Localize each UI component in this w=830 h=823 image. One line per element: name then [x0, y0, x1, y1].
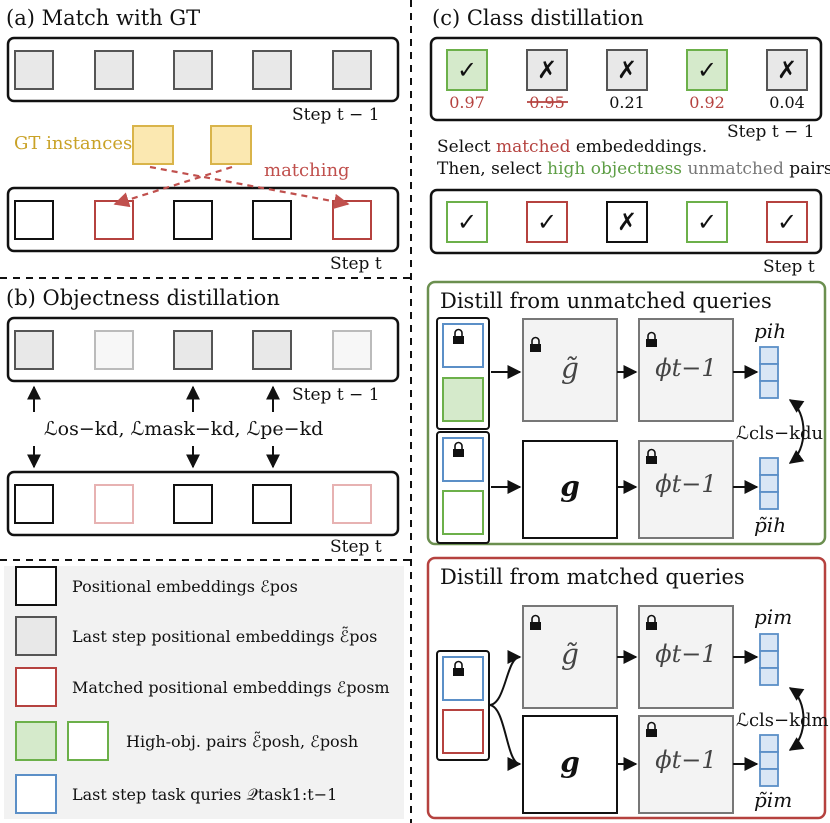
panel-c-title: (c) Class distillation [432, 6, 644, 30]
legend-item-last-step: Last step positional embeddings ℰ̃pos [72, 627, 378, 646]
b-distill-arrows [27, 385, 280, 469]
phi-label-m: ϕt−1 [655, 746, 717, 774]
matched-flow-arrows [488, 650, 805, 771]
legend-item-matched: Matched positional embeddings ℰposm [72, 678, 390, 697]
legend-background [4, 566, 404, 819]
instr1-matched: matched [495, 137, 571, 157]
instr1-post: embededdings. [570, 137, 708, 157]
top-symbol-5: ✗ [776, 56, 798, 84]
p-m-label: pim [754, 605, 793, 629]
b-cur-step-boxes [14, 484, 372, 524]
legend-swatches [15, 566, 109, 814]
p-tilde-m-label: p̃im [754, 788, 793, 812]
unmatched-lock-icons [453, 328, 657, 464]
p-h-label: pih [754, 319, 787, 343]
unmatched-logit-bars [759, 346, 779, 510]
c-prev-step-boxes [446, 49, 808, 91]
gt-instance-boxes [132, 125, 252, 165]
frozen-phi-label-m: ϕt−1 [655, 640, 717, 668]
unmatched-networks [522, 318, 734, 539]
panel-b-title: (b) Objectness distillation [6, 286, 280, 310]
bottom-symbol-5: ✓ [776, 208, 798, 236]
matched-lock-icons [453, 614, 657, 737]
instr2-pre: Then, select [437, 159, 548, 179]
c-step-prev-label: Step t − 1 [727, 122, 815, 142]
a-step-cur-label: Step t [330, 254, 382, 274]
b-prev-step-boxes [14, 330, 372, 370]
unmatched-flow-arrows [491, 365, 805, 494]
frozen-g-tilde-label-m: g̃ [561, 638, 579, 671]
frozen-phi-label: ϕt−1 [655, 354, 717, 382]
instruction-line-2: Then, select high objectness unmatched p… [437, 158, 830, 180]
top-symbol-1: ✓ [456, 56, 478, 84]
phi-label: ϕt−1 [655, 470, 717, 498]
matching-arrows [113, 165, 350, 210]
score-3: 0.21 [609, 93, 645, 112]
score-2: 0.95 [529, 93, 565, 112]
unmatched-panel-title: Distill from unmatched queries [440, 289, 772, 313]
top-symbol-4: ✓ [696, 56, 718, 84]
instr2-high-objectness: high objectness [547, 159, 683, 179]
distill-losses: ℒos−kd, ℒmask−kd, ℒpe−kd [44, 418, 324, 440]
frozen-g-tilde-label: g̃ [561, 352, 579, 385]
score-5: 0.04 [769, 93, 805, 112]
c-step-cur-label: Step t [763, 257, 815, 277]
a-cur-step-boxes [14, 200, 372, 240]
matched-networks [522, 605, 734, 814]
instr1-pre: Select [437, 137, 496, 157]
panel-separators [0, 0, 412, 823]
panel-a-title: (a) Match with GT [6, 6, 201, 30]
instr2-post: pairs. [789, 159, 830, 179]
legend-item-task-queries: Last step task quries 𝒬task1:t−1 [72, 785, 338, 804]
bottom-symbol-4: ✓ [696, 208, 718, 236]
score-4: 0.92 [689, 93, 725, 112]
cls-kd-loss-m: ℒcls−kdm [736, 710, 829, 731]
gt-instances-label: GT instances [14, 133, 133, 154]
a-step-prev-label: Step t − 1 [292, 105, 380, 125]
unmatched-query-stacks [436, 317, 490, 544]
legend-item-high-obj: High-obj. pairs ℰ̃posh, ℰposh [126, 732, 359, 751]
matching-label: matching [264, 160, 350, 181]
g-label-m: g [560, 746, 580, 779]
bottom-symbol-2: ✓ [536, 208, 558, 236]
instr2-unmatched: unmatched [682, 159, 784, 179]
cls-kd-loss-u: ℒcls−kdu [736, 423, 824, 444]
c-cur-step-boxes [446, 201, 808, 243]
matched-panel-title: Distill from matched queries [440, 565, 745, 589]
bottom-symbol-1: ✓ [456, 208, 478, 236]
matched-query-stack [436, 650, 490, 761]
p-tilde-h-label: p̃ih [754, 513, 787, 537]
top-symbol-2: ✗ [536, 56, 558, 84]
g-label: g [560, 470, 580, 503]
loss-os-kd: ℒos−kd [44, 418, 119, 440]
legend-item-positional: Positional embeddings ℰpos [72, 577, 298, 596]
a-prev-step-boxes [14, 50, 372, 90]
b-step-prev-label: Step t − 1 [292, 385, 380, 405]
bottom-symbol-3: ✗ [616, 208, 638, 236]
matched-logit-bars [759, 633, 779, 787]
b-step-cur-label: Step t [330, 537, 382, 557]
score-1: 0.97 [449, 93, 485, 112]
loss-mask-kd: ℒmask−kd [130, 418, 235, 440]
instruction-line-1: Select matched embededdings. [437, 136, 707, 158]
loss-pe-kd: ℒpe−kd [246, 418, 324, 440]
top-symbol-3: ✗ [616, 56, 638, 84]
